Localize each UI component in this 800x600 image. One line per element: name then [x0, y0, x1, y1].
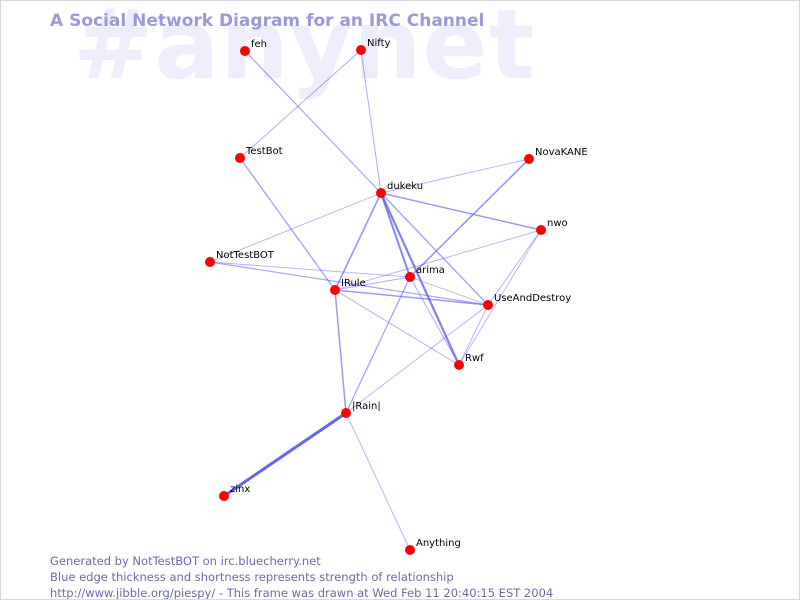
- node-arima: arima: [405, 265, 445, 282]
- edges-layer: [209, 49, 542, 551]
- node-dot-iraini: [341, 408, 351, 418]
- node-dot-arima: [405, 272, 415, 282]
- edge-arima-rwf: [409, 276, 460, 366]
- edge-irule-useanddestroy: [334, 289, 489, 306]
- node-irule: IRule: [330, 278, 366, 295]
- edge-nottestbot-useanddestroy: [209, 261, 489, 306]
- node-novakane: NovaKANE: [524, 147, 588, 164]
- edge-novakane-dukeku: [380, 158, 530, 194]
- node-anything: Anything: [405, 538, 461, 555]
- node-testbot: TestBot: [235, 146, 283, 163]
- footer-url-timestamp: http://www.jibble.org/piespy/ - This fra…: [50, 586, 554, 600]
- page-title: A Social Network Diagram for an IRC Chan…: [50, 11, 485, 31]
- footer-legend-note: Blue edge thickness and shortness repres…: [50, 570, 454, 584]
- edge-irule-arima: [334, 276, 411, 291]
- node-dot-dukeku: [376, 188, 386, 198]
- node-label-rwf: Rwf: [465, 353, 484, 364]
- edge-arima-useanddestroy: [409, 276, 489, 306]
- edge-dukeku-irule: [334, 192, 382, 291]
- edge-nwo-rwf: [458, 229, 542, 366]
- node-dot-nifty: [356, 45, 366, 55]
- node-label-iraini: |Rain|: [352, 401, 381, 412]
- edge-nwo-irule: [334, 229, 542, 291]
- edge-useanddestroy-iraini: [345, 304, 489, 414]
- edge-dukeku-nwo: [380, 192, 542, 231]
- node-nwo: nwo: [536, 218, 568, 235]
- edge-useanddestroy-rwf: [458, 304, 489, 366]
- edge-feh-dukeku: [244, 50, 382, 194]
- node-nifty: Nifty: [356, 38, 391, 55]
- node-label-anything: Anything: [416, 538, 461, 549]
- edge-nwo-useanddestroy: [487, 229, 542, 306]
- node-zinx: zinx: [219, 484, 250, 501]
- node-label-irule: IRule: [341, 278, 366, 289]
- node-dot-nwo: [536, 225, 546, 235]
- node-dot-testbot: [235, 153, 245, 163]
- node-dot-useanddestroy: [483, 300, 493, 310]
- node-label-dukeku: dukeku: [387, 181, 423, 192]
- node-label-useanddestroy: UseAndDestroy: [494, 293, 571, 304]
- node-label-zinx: zinx: [230, 484, 250, 495]
- edge-irule-iraini: [334, 289, 347, 414]
- node-label-nwo: nwo: [547, 218, 568, 229]
- node-dot-novakane: [524, 154, 534, 164]
- node-useanddestroy: UseAndDestroy: [483, 293, 571, 310]
- channel-watermark: #anynet: [73, 0, 536, 101]
- footer-generated-by: Generated by NotTestBOT on irc.bluecherr…: [50, 554, 321, 568]
- node-dot-nottestbot: [205, 257, 215, 267]
- node-label-nifty: Nifty: [367, 38, 391, 49]
- node-label-arima: arima: [416, 265, 445, 276]
- edge-iraini-zinx: [223, 411, 347, 498]
- node-dot-rwf: [454, 360, 464, 370]
- node-nottestbot: NotTestBOT: [205, 250, 275, 267]
- node-dot-anything: [405, 545, 415, 555]
- node-label-testbot: TestBot: [245, 146, 283, 157]
- edge-arima-iraini: [345, 276, 411, 414]
- edge-nifty-dukeku: [360, 49, 382, 194]
- edge-dukeku-rwf: [379, 192, 461, 366]
- edge-testbot-irule: [239, 157, 336, 291]
- node-feh: feh: [240, 39, 267, 56]
- edge-dukeku-useanddestroy: [380, 192, 489, 306]
- edge-dukeku-arima: [380, 192, 411, 278]
- edge-dukeku-nottestbot: [209, 192, 382, 263]
- node-dot-irule: [330, 285, 340, 295]
- edge-irule-rwf: [334, 289, 460, 366]
- node-iraini: |Rain|: [341, 401, 381, 418]
- node-dot-feh: [240, 46, 250, 56]
- edge-novakane-arima: [409, 158, 530, 278]
- node-label-novakane: NovaKANE: [535, 147, 588, 158]
- node-label-feh: feh: [251, 39, 267, 50]
- edge-nifty-testbot: [239, 49, 362, 159]
- node-dukeku: dukeku: [376, 181, 423, 198]
- edge-iraini-anything: [345, 412, 411, 551]
- node-dot-zinx: [219, 491, 229, 501]
- node-label-nottestbot: NotTestBOT: [216, 250, 275, 261]
- node-rwf: Rwf: [454, 353, 484, 370]
- edge-nottestbot-arima: [209, 261, 411, 278]
